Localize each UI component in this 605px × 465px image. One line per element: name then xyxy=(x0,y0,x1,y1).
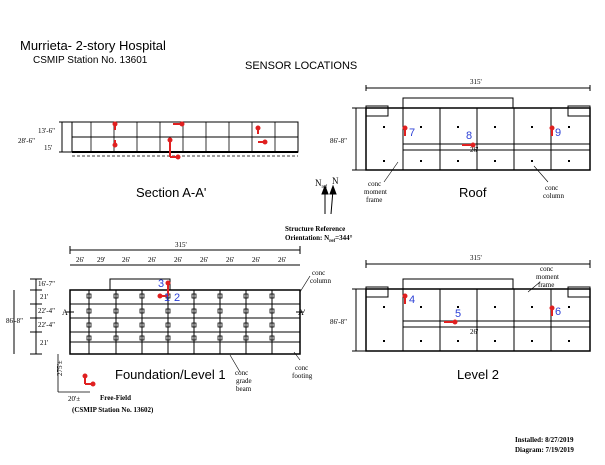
section-upper-dim: 13'-6" xyxy=(38,127,55,135)
svg-text:26': 26' xyxy=(174,256,182,264)
sensor-4-label: 4 xyxy=(409,294,415,306)
grade-beam-label-2: grade xyxy=(236,377,252,385)
svg-text:26': 26' xyxy=(226,256,234,264)
freefield-offset-y-dim: 275'± xyxy=(56,360,64,376)
level2-length-dim: 315' xyxy=(470,254,482,262)
sensor-1-label: 1 xyxy=(164,292,170,304)
level2-view-title: Level 2 xyxy=(457,367,499,382)
level2-corridor-dim: 26' xyxy=(470,328,478,336)
north-label: N xyxy=(332,176,339,186)
freefield-offset-x-dim: 20'± xyxy=(68,395,80,403)
foundation-column-label-1: conc xyxy=(312,269,325,277)
section-view-title: Section A-A' xyxy=(136,185,207,200)
level2-moment-frame-label-2: moment xyxy=(536,273,559,281)
roof-sensor-arrows xyxy=(402,125,555,148)
roof-length-dim: 315' xyxy=(470,78,482,86)
level2-width-dim: 86'-8" xyxy=(330,318,347,326)
foundation-row-dim-1: 16'-7" xyxy=(38,280,55,288)
foundation-plan xyxy=(13,246,304,393)
sensor-2-label: 2 xyxy=(174,292,180,304)
svg-text:29': 29' xyxy=(97,256,105,264)
foundation-sensor-arrows xyxy=(82,280,171,387)
roof-moment-frame-label-2: moment xyxy=(364,188,387,196)
sensor-3-label: 3 xyxy=(158,278,164,290)
svg-text:26': 26' xyxy=(76,256,84,264)
svg-text:26': 26' xyxy=(278,256,286,264)
sensor-7-label: 7 xyxy=(409,127,415,139)
roof-column-label-2: column xyxy=(543,192,564,200)
section-sensor-arrows xyxy=(112,121,268,160)
roof-moment-frame-label-3: frame xyxy=(366,196,382,204)
station-label: CSMIP Station No. 13601 xyxy=(33,55,148,66)
orientation-line-2: Orientation: Nref=344° xyxy=(285,234,353,244)
free-field-station: (CSMIP Station No. 13602) xyxy=(72,406,154,414)
level2-moment-frame-label-1: conc xyxy=(540,265,553,273)
diagram-date: Diagram: 7/19/2019 xyxy=(515,446,574,454)
foundation-width-dim: 86'-8" xyxy=(6,317,23,325)
svg-text:26': 26' xyxy=(148,256,156,264)
installed-date: Installed: 8/27/2019 xyxy=(515,436,574,444)
level2-sensor-arrows xyxy=(402,293,555,325)
orientation-line-1: Structure Reference xyxy=(285,225,345,233)
grade-beam-label-1: conc xyxy=(235,369,248,377)
section-total-dim: 28'-6" xyxy=(18,137,35,145)
sensor-9-label: 9 xyxy=(555,127,561,139)
roof-column-label-1: conc xyxy=(545,184,558,192)
sensor-5-label: 5 xyxy=(455,308,461,320)
roof-moment-frame-label-1: conc xyxy=(368,180,381,188)
grade-beam-label-3: beam xyxy=(236,385,252,393)
svg-text:26': 26' xyxy=(252,256,260,264)
footing-label-1: conc xyxy=(295,364,308,372)
sensor-6-label: 6 xyxy=(555,306,561,318)
foundation-row-dim-4: 22'-4" xyxy=(38,321,55,329)
svg-text:26': 26' xyxy=(122,256,130,264)
section-mark-a: A xyxy=(62,308,68,317)
roof-columns xyxy=(383,126,570,162)
north-arrow-icon xyxy=(321,184,337,215)
level2-columns xyxy=(383,306,570,342)
page-title: Murrieta- 2-story Hospital xyxy=(20,38,166,53)
level2-moment-frame-label-3: frame xyxy=(538,281,554,289)
sensor-locations-heading: SENSOR LOCATIONS xyxy=(245,60,358,72)
roof-corridor-dim: 26' xyxy=(470,146,478,154)
foundation-footings xyxy=(86,293,275,341)
roof-view-title: Roof xyxy=(459,185,487,200)
foundation-row-dim-3: 22'-4" xyxy=(38,307,55,315)
level2-plan xyxy=(352,260,591,352)
roof-plan xyxy=(352,85,591,171)
foundation-row-dim-2: 21' xyxy=(40,293,48,301)
roof-width-dim: 86'-8" xyxy=(330,137,347,145)
foundation-bay-dims: 26' 29' 26' 26' 26' 26' 26' 26' 26' xyxy=(76,256,286,264)
svg-text:26': 26' xyxy=(200,256,208,264)
foundation-length-dim: 315' xyxy=(175,241,187,249)
section-mark-a-prime: A' xyxy=(298,308,306,317)
section-elevation xyxy=(59,121,299,157)
foundation-view-title: Foundation/Level 1 xyxy=(115,367,226,382)
foundation-column-label-2: column xyxy=(310,277,331,285)
foundation-row-dim-5: 21' xyxy=(40,339,48,347)
north-ref-label: Nref xyxy=(315,178,327,190)
sensor-8-label: 8 xyxy=(466,130,472,142)
section-lower-dim: 15' xyxy=(44,144,52,152)
free-field-label: Free-Field xyxy=(100,394,131,402)
footing-label-2: footing xyxy=(292,372,313,380)
